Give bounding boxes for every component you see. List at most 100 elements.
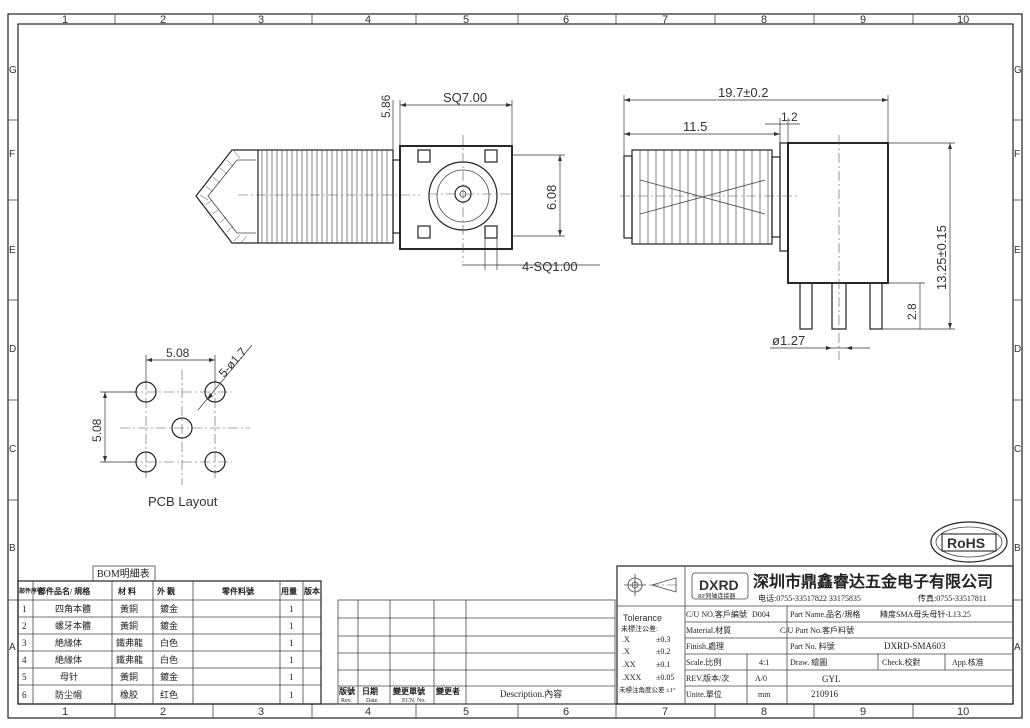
thread-lines [261, 150, 388, 243]
bom-header: 零件料號 [221, 586, 254, 596]
bom-cell: 1 [289, 621, 294, 631]
col-label: 10 [957, 14, 969, 26]
dim-hole: 5-ø1.7 [216, 345, 250, 380]
rev-label: REV.版本/次 [686, 673, 729, 683]
col-label: 4 [365, 706, 371, 718]
bom-cell: 黃銅 [120, 671, 138, 682]
tol-key: .XX [622, 660, 636, 669]
bom-cell: 2 [22, 621, 27, 631]
rev-header: 日期 [362, 686, 378, 696]
bom-cell: 白色 [160, 637, 178, 648]
bom-cell: 1 [22, 604, 27, 614]
bom-cell: 1 [289, 655, 294, 665]
right-row-labels: G F E D C B A [1014, 65, 1022, 653]
corner-pin [484, 225, 498, 239]
side-flange-2 [779, 142, 789, 252]
col-label: 10 [957, 706, 969, 718]
tol-val: ±0.1 [656, 660, 670, 669]
bom-cell: 防尘帽 [55, 689, 82, 700]
bom-cell: 橡胶 [120, 689, 138, 700]
row-label: G [9, 65, 17, 76]
row-label: G [1014, 65, 1022, 76]
corner-pin [417, 149, 431, 163]
tol-key: .X [622, 647, 630, 656]
cu-part-label: C/U Part No.客戶料號 [780, 625, 854, 635]
bom-cell: 3 [22, 638, 27, 648]
row-label: F [9, 149, 15, 160]
company-logo [691, 572, 749, 600]
bom-header: 部件序號 [19, 587, 43, 595]
col-label: 7 [662, 706, 668, 718]
bom-cell: 黃銅 [120, 620, 138, 631]
bom-header: 部件品名/ 規格 [38, 586, 91, 596]
part-no: DXRD-SMA603 [884, 641, 946, 651]
company-tel: 电话:0755-33517822 33175835 [758, 593, 861, 603]
bom-cell: 6 [22, 690, 27, 700]
finish-label: Finish.處理 [686, 641, 724, 651]
row-label: B [9, 543, 16, 554]
part-name-label: Part Name.品名/規格 [790, 609, 860, 619]
side-nut-face [623, 155, 633, 239]
part-name: 精度SMA母头母针-L13.25 [880, 609, 971, 619]
pcb-hole [171, 417, 193, 439]
row-label: D [9, 344, 16, 355]
col-label: 1 [62, 706, 68, 718]
tol-val: ±0.3 [656, 635, 670, 644]
dim-12: 1.2 [781, 110, 798, 124]
part-no-label: Part No. 料號 [790, 641, 835, 651]
tol-val: ±0.2 [656, 647, 670, 656]
col-label: 6 [563, 706, 569, 718]
corner-pin [484, 149, 498, 163]
bom-cell: 1 [289, 672, 294, 682]
dim-28: 2.8 [905, 303, 919, 320]
row-label: D [1014, 344, 1021, 355]
bom-cell: 1 [289, 604, 294, 614]
logo-text: DXRD [699, 577, 739, 593]
row-label: A [1014, 642, 1021, 653]
scale-label: Scale.比例 [686, 657, 721, 667]
rev-sub: Date. [366, 698, 379, 704]
bom-header: 外 觀 [157, 586, 175, 596]
bom-cell: 白色 [160, 654, 178, 665]
col-label: 5 [463, 14, 469, 26]
bom-cell: 1 [289, 690, 294, 700]
bom-cell: 鐵弗龍 [116, 637, 143, 648]
bom-cell: 鍍金 [160, 620, 178, 631]
tol-key: .XXX [622, 673, 642, 682]
tolerance-sub: 未標注公差: [621, 624, 658, 633]
inner-frame [17, 23, 1014, 705]
row-label: E [9, 245, 16, 256]
tolerance-title: Tolerance [623, 613, 662, 623]
dim-4sq: 4-SQ1.00 [522, 259, 578, 274]
cu-no-label: C/U NO.客戶編號 [686, 609, 747, 619]
unit: mm [758, 690, 771, 699]
logo-sub: RF同轴连接器 [698, 592, 735, 600]
bom-cell: 鍍金 [160, 603, 178, 614]
date: 210916 [811, 689, 839, 699]
bom-cell: 红色 [160, 689, 178, 700]
nut-flange [392, 159, 401, 234]
col-label: 4 [365, 14, 371, 26]
side-thread-lines [639, 150, 769, 244]
col-label: 5 [463, 706, 469, 718]
bom-cell: 1 [289, 638, 294, 648]
col-label: 8 [761, 14, 767, 26]
col-label: 3 [258, 14, 264, 26]
rev-header: Description.內容 [500, 688, 562, 699]
company-fax: 传真:0755-33517811 [918, 593, 987, 603]
company-name: 深圳市鼎鑫睿达五金电子有限公司 [753, 572, 993, 591]
row-label: F [1014, 149, 1020, 160]
side-view: 19.7±0.2 11.5 1.2 13.25±0.15 2.8 ø1.27 [620, 85, 955, 360]
bom-cell: 鍍金 [160, 671, 178, 682]
row-label: A [9, 642, 16, 653]
bom-cell: 4 [22, 655, 27, 665]
dim-1325: 13.25±0.15 [934, 225, 949, 290]
dim-197: 19.7±0.2 [718, 85, 769, 100]
col-label: 3 [258, 706, 264, 718]
bom-table: BOM明細表 部件序號 部件品名/ 規格 材 料 外 觀 零件料號 用量 版本 [17, 565, 322, 705]
unit-label: Unite.單位 [686, 689, 722, 699]
bom-header: 用量 [280, 586, 297, 596]
bom-cell: 5 [22, 672, 27, 682]
threaded-body [257, 149, 394, 244]
